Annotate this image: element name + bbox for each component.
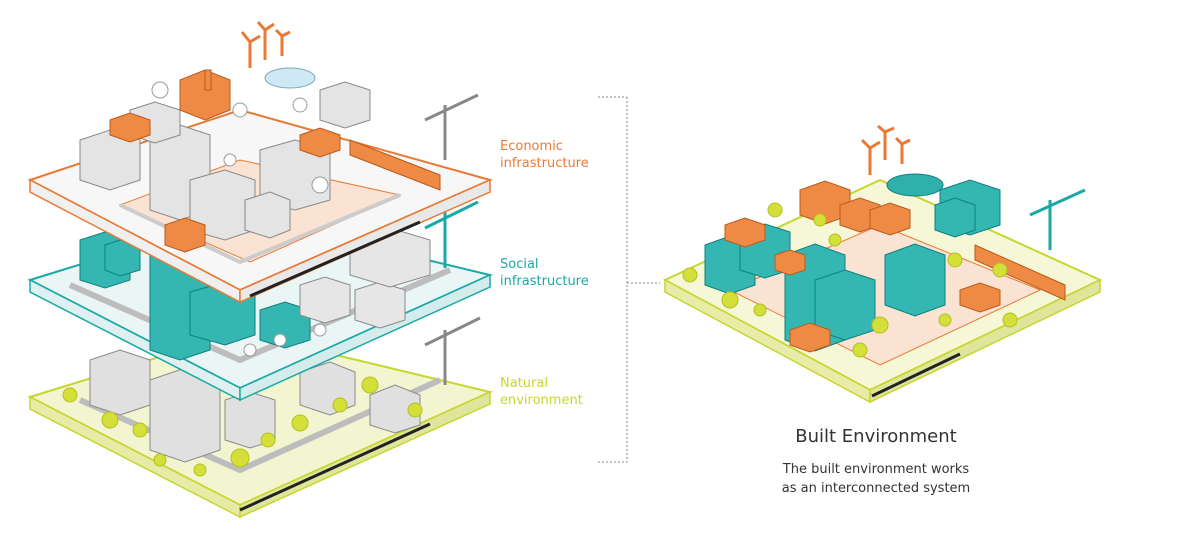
exploded-layer-stack [27,21,494,519]
natural-environment-label: Natural environment [500,375,583,409]
social-label-line2: infrastructure [500,274,589,289]
social-infrastructure-label: Social infrastructure [500,256,589,290]
natural-label-line2: environment [500,393,583,408]
connector-bracket [598,96,660,463]
natural-label-line1: Natural [500,376,548,391]
social-infrastructure-layer [27,200,494,402]
caption-line2: as an interconnected system [781,481,971,496]
caption-line1: The built environment works [782,462,970,477]
economic-infrastructure-label: Economic infrastructure [500,138,589,172]
economic-label-line1: Economic [500,139,563,154]
built-environment-title: Built Environment [795,426,957,447]
built-environment-caption: The built environment works as an interc… [700,460,1052,498]
economic-infrastructure-layer [27,21,493,304]
natural-environment-layer [27,316,494,519]
combined-built-environment [662,124,1103,404]
social-label-line1: Social [500,257,539,272]
economic-label-line2: infrastructure [500,156,589,171]
